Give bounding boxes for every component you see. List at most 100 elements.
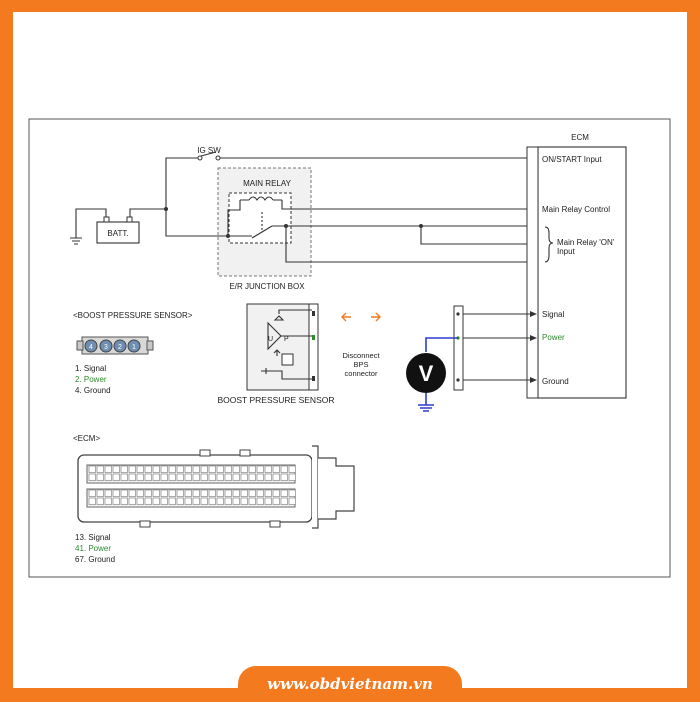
ecm-pin-cavity <box>136 465 144 473</box>
ecm-pin-cavity <box>128 473 136 481</box>
ecm-pin-cavity <box>96 497 104 505</box>
ecm-pin-cavity <box>144 497 152 505</box>
voltmeter-ground-icon <box>418 404 434 412</box>
ecm-pin-cavity <box>280 473 288 481</box>
ecm-pin-cavity <box>288 473 296 481</box>
ecm-on-start-label: ON/START Input <box>542 155 602 164</box>
ecm-pin-cavity <box>224 497 232 505</box>
ecm-pin-list-3: 67. Ground <box>75 555 115 564</box>
ecm-pin-cavity <box>280 489 288 497</box>
ecm-pin-cavity <box>96 465 104 473</box>
ecm-pin-cavity <box>216 473 224 481</box>
ecm-pin-cavity <box>136 489 144 497</box>
battery-terminal-neg <box>103 216 110 223</box>
bps-signal-line <box>278 309 312 314</box>
ecm-pin-cavity <box>160 497 168 505</box>
ecm-pin-cavity <box>256 497 264 505</box>
ecm-pin-cavity <box>272 497 280 505</box>
ecm-pin-cavity <box>288 497 296 505</box>
ecm-pin-cavity <box>152 465 160 473</box>
arrow-left-icon <box>341 312 351 322</box>
ecm-pin-cavity <box>216 489 224 497</box>
ecm-pin-cavity <box>176 465 184 473</box>
ecm-connector-tab-4 <box>269 520 281 528</box>
ecm-pin-list-2: 41. Power <box>75 544 111 553</box>
ecm-pin-list-1: 13. Signal <box>75 533 111 542</box>
ecm-pin-cavity <box>168 497 176 505</box>
ecm-pin-cavity <box>272 489 280 497</box>
ecm-connector-tab-2 <box>239 449 251 457</box>
website-link[interactable]: www.obdvietnam.vn <box>267 675 433 693</box>
ecm-pin-cavity <box>200 489 208 497</box>
ecm-pin-cavity <box>288 489 296 497</box>
ecm-pin-cavity <box>168 473 176 481</box>
ecm-pin-cavity <box>232 473 240 481</box>
ecm-pin-cavity <box>248 473 256 481</box>
ecm-pin-cavity <box>160 489 168 497</box>
ecm-pin-cavity <box>136 473 144 481</box>
ecm-pin-cavity <box>272 465 280 473</box>
ecm-pin-cavity <box>240 489 248 497</box>
battery-ground-wire <box>75 208 107 238</box>
ecm-pin-cavity <box>192 473 200 481</box>
ecm-pin-cavity <box>120 489 128 497</box>
ecm-pin-cavity <box>160 473 168 481</box>
relay-on-wire-3 <box>285 226 530 263</box>
ecm-pin-cavity <box>192 489 200 497</box>
ecm-pin-cavity <box>120 473 128 481</box>
ecm-pin-cavity <box>248 465 256 473</box>
arrow-right-icon <box>371 312 381 322</box>
ecm-pin-cavity <box>112 465 120 473</box>
ecm-pin-cavity <box>232 489 240 497</box>
battery-terminal-pos <box>126 216 133 223</box>
ecm-pin-cavity <box>128 465 136 473</box>
ecm-pin-cavity <box>248 489 256 497</box>
ecm-connector-boot <box>318 457 355 520</box>
ground-symbol <box>70 237 82 245</box>
bps-conn-pin-2-label: 2 <box>118 344 122 351</box>
relay-contact <box>251 225 273 239</box>
bps-conn-pin-1 <box>127 339 141 353</box>
ecm-signal-label: Signal <box>542 310 564 319</box>
voltmeter-probe-wire <box>425 337 458 352</box>
ecm-pin-cavity <box>96 473 104 481</box>
ig-contact-a <box>197 155 203 161</box>
ecm-pin-cavity <box>88 473 96 481</box>
ecm-pin-cavity <box>216 497 224 505</box>
ecm-pin-cavity <box>184 489 192 497</box>
bps-element <box>281 353 294 366</box>
ecm-pin-cavity <box>176 497 184 505</box>
ecm-pin-cavity <box>184 465 192 473</box>
ecm-pin-cavity <box>120 497 128 505</box>
ecm-pin-cavity <box>216 465 224 473</box>
voltmeter-symbol: V <box>419 361 434 386</box>
relay-on-brace <box>544 226 554 263</box>
ecm-pin-cavity <box>112 497 120 505</box>
ecm-pin-cavity <box>168 489 176 497</box>
relay-coil-feed <box>227 200 241 236</box>
battery-box <box>96 221 140 244</box>
bps-conn-pin-4-label: 4 <box>89 344 93 351</box>
ecm-connector-tab-1 <box>199 449 211 457</box>
ecm-pin-cavity <box>144 473 152 481</box>
ecm-pin-cavity <box>200 497 208 505</box>
battery-label: BATT. <box>107 229 128 238</box>
main-relay-label: MAIN RELAY <box>243 179 292 188</box>
ecm-pin-cavity <box>264 473 272 481</box>
voltmeter <box>406 353 446 393</box>
ecm-pin-cavity <box>144 465 152 473</box>
ecm-pin-cavity <box>264 489 272 497</box>
junction-box-label: E/R JUNCTION BOX <box>229 282 305 291</box>
ecm-pin-cavity <box>112 489 120 497</box>
ecm-pin-cavity <box>208 497 216 505</box>
bps-arrow-icon <box>273 349 281 356</box>
ecm-pin-cavity <box>248 497 256 505</box>
harness-pin-1 <box>456 312 460 316</box>
ecm-pin-cavity <box>208 489 216 497</box>
ecm-pin-cavity <box>208 465 216 473</box>
bps-conn-pin-1-label: 1 <box>132 344 136 351</box>
ecm-pin-cavity <box>232 465 240 473</box>
ig-wire-left <box>165 157 198 209</box>
